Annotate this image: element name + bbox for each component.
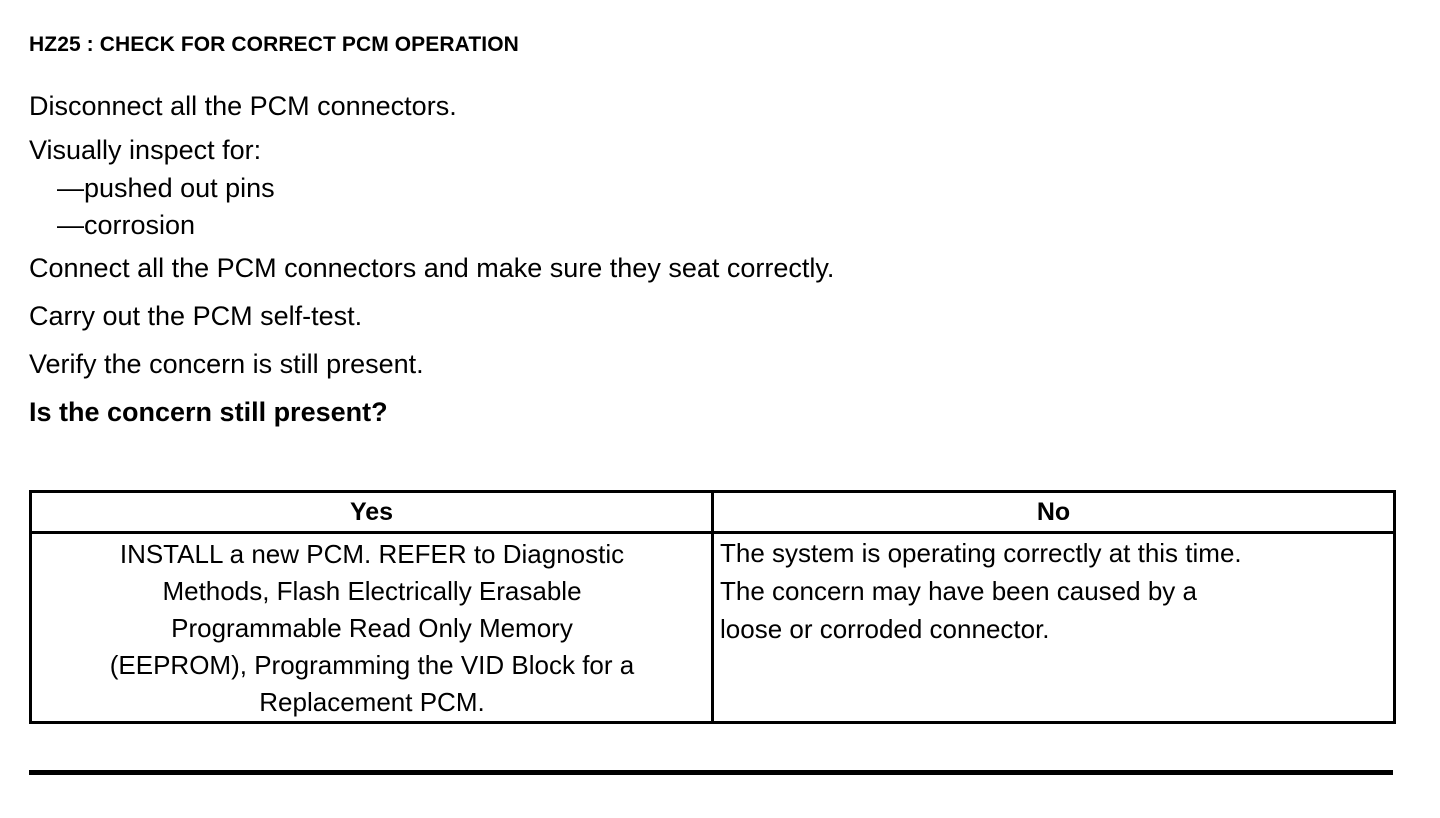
cell-yes-line: Replacement PCM. bbox=[259, 687, 485, 717]
table-header-row: Yes No bbox=[29, 490, 1396, 534]
column-header-yes: Yes bbox=[29, 490, 714, 534]
cell-yes-line: INSTALL a new PCM. REFER to Diagnostic bbox=[119, 539, 625, 569]
cell-yes-action: INSTALL a new PCM. REFER to Diagnostic M… bbox=[29, 531, 714, 724]
step-line-disconnect: Disconnect all the PCM connectors. bbox=[29, 91, 457, 121]
table-row: INSTALL a new PCM. REFER to Diagnostic M… bbox=[29, 531, 1396, 724]
step-line-verify: Verify the concern is still present. bbox=[29, 349, 424, 379]
page-title: HZ25 : CHECK FOR CORRECT PCM OPERATION bbox=[29, 33, 519, 56]
inspect-item-list: —pushed out pins —corrosion bbox=[29, 170, 1369, 244]
cell-no-text: The system is operating correctly at thi… bbox=[714, 534, 1393, 648]
cell-yes-line: Methods, Flash Electrically Erasable bbox=[162, 576, 582, 606]
cell-no-line: The concern may have been caused by a bbox=[720, 576, 1197, 606]
cell-no-action: The system is operating correctly at thi… bbox=[711, 531, 1396, 724]
decision-table: Yes No INSTALL a new PCM. REFER to Diagn… bbox=[29, 490, 1396, 724]
cell-no-line: The system is operating correctly at thi… bbox=[720, 538, 1242, 568]
cell-no-line: loose or corroded connector. bbox=[720, 614, 1050, 644]
inspect-item-corrosion: —corrosion bbox=[57, 210, 196, 240]
cell-yes-text: INSTALL a new PCM. REFER to Diagnostic M… bbox=[32, 534, 711, 721]
decision-question: Is the concern still present? bbox=[29, 397, 388, 427]
column-header-no: No bbox=[711, 490, 1396, 534]
inspect-item-pushed-out-pins: —pushed out pins bbox=[57, 173, 275, 203]
step-line-visually-inspect: Visually inspect for: bbox=[29, 135, 262, 165]
step-line-connect: Connect all the PCM connectors and make … bbox=[29, 253, 835, 283]
cell-yes-line: Programmable Read Only Memory bbox=[171, 613, 573, 643]
page-bottom-rule bbox=[29, 770, 1393, 775]
step-line-self-test: Carry out the PCM self-test. bbox=[29, 301, 363, 331]
procedure-steps: Disconnect all the PCM connectors. Visua… bbox=[29, 82, 1369, 436]
cell-yes-line: (EEPROM), Programming the VID Block for … bbox=[109, 650, 635, 680]
